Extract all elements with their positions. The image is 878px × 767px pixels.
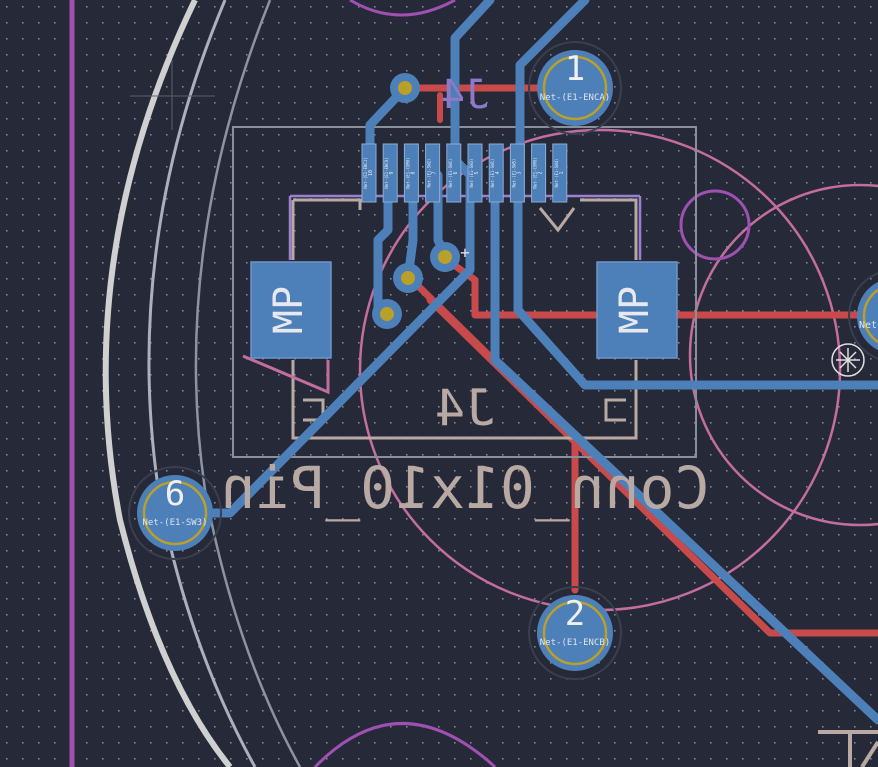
mount-pad-label: MP xyxy=(612,286,658,334)
pad-number: 6 xyxy=(165,474,185,514)
through-hole-2[interactable]: 2 Net-(E1-ENCB) xyxy=(528,586,622,680)
smd-pad-net: Net-(E1-ENC1) xyxy=(363,157,368,188)
blue-track-top-1 xyxy=(450,0,495,165)
pad-net-name: Net-(E1-SW3) xyxy=(142,518,207,528)
smd-pad-net: Net-(E1-COM0) xyxy=(533,157,538,188)
smd-pad-net: Net-(E1-SW1) xyxy=(448,159,453,188)
silk-top-right xyxy=(580,198,638,260)
mount-pad-label: MP xyxy=(266,286,312,334)
vias xyxy=(372,73,460,329)
through-hole-6[interactable]: 6 Net-(E1-SW3) xyxy=(128,466,222,560)
board-arcs xyxy=(69,0,302,767)
via[interactable] xyxy=(430,242,460,272)
anchor-marker xyxy=(831,343,865,377)
connector-fab-rect xyxy=(232,126,697,458)
silk-notch-right xyxy=(604,398,626,422)
silk-notch-left xyxy=(303,398,325,422)
crosshair-mark xyxy=(130,60,215,130)
pink-circle-right xyxy=(688,183,878,527)
smd-pad-net: Net-(E1-SW5) xyxy=(511,159,516,188)
via[interactable] xyxy=(372,299,402,329)
pad-number: 2 xyxy=(565,594,585,634)
blue-track-diagonal xyxy=(490,170,878,725)
silk-pin1-arrow xyxy=(538,207,576,233)
smd-pad-number: 5 xyxy=(474,171,480,174)
silkscreen-outline xyxy=(242,198,638,440)
mount-pad-left[interactable]: MP xyxy=(250,261,332,359)
board-arc-inner-2 xyxy=(194,0,302,767)
through-hole-partial[interactable]: Net xyxy=(848,270,878,362)
pin1-marker: + xyxy=(460,243,470,262)
pad-net-name: Net-(E1-ENCB) xyxy=(540,638,610,648)
purple-circle-small xyxy=(679,189,751,261)
through-hole-1[interactable]: 1 Net-(E1-ENCA) xyxy=(528,41,622,135)
purple-arc-bottom xyxy=(313,722,497,767)
back-silkscreen-text: J4 J4 Conn_01x10_Pin xyxy=(221,72,710,522)
blue-track-right xyxy=(513,170,878,390)
value-label: Conn_01x10_Pin xyxy=(221,454,710,522)
smd-pad-number: 8 xyxy=(410,171,416,174)
edge-cut-arc xyxy=(102,0,233,767)
via[interactable] xyxy=(390,73,420,103)
smd-pad-net: Net-(E1-SW3) xyxy=(469,159,474,188)
board-arc-inner xyxy=(147,0,257,767)
pad-number: 1 xyxy=(565,49,585,89)
pad-net-name: Net-(E1-ENCA) xyxy=(540,93,610,103)
reference-label-top: J4 xyxy=(441,72,489,118)
smd-pad-number: 10 xyxy=(368,170,374,176)
smd-pad-number: 6 xyxy=(453,171,459,174)
blue-track-top-2 xyxy=(515,0,590,165)
smd-pad-net: Net-(E1-SW2) xyxy=(427,159,432,188)
silk-top-left xyxy=(293,198,362,210)
reference-label: J4 xyxy=(435,379,495,437)
fab-outline xyxy=(232,126,697,458)
smd-pad-number: 2 xyxy=(538,171,544,174)
silk-pink-triangle xyxy=(242,354,330,395)
smd-pad-net: Net-(E1-SW4) xyxy=(554,159,559,188)
mount-pad-right[interactable]: MP xyxy=(596,261,678,359)
smd-pad-number: 3 xyxy=(516,171,522,174)
smd-pad-number: 7 xyxy=(432,171,438,174)
bottom-right-silk xyxy=(818,730,878,767)
smd-pad-net: Net-(E1-COM0) xyxy=(405,157,410,188)
pad-net-name: Net xyxy=(859,320,877,331)
smd-pad-number: 9 xyxy=(389,171,395,174)
smd-pad-number: 1 xyxy=(559,171,565,174)
via[interactable] xyxy=(393,263,423,293)
smd-pad-number: 4 xyxy=(495,171,501,174)
smd-pad-net: Net-(E1-SW1) xyxy=(490,159,495,188)
smd-pad-net: Net-(E1-ENC0) xyxy=(384,157,389,188)
purple-arc-top xyxy=(349,0,456,17)
silk-bottom xyxy=(291,360,638,440)
courtyard-outline xyxy=(288,194,642,260)
smd-pad-row: 10Net-(E1-ENC1)9Net-(E1-ENC0)8Net-(E1-CO… xyxy=(361,143,568,203)
